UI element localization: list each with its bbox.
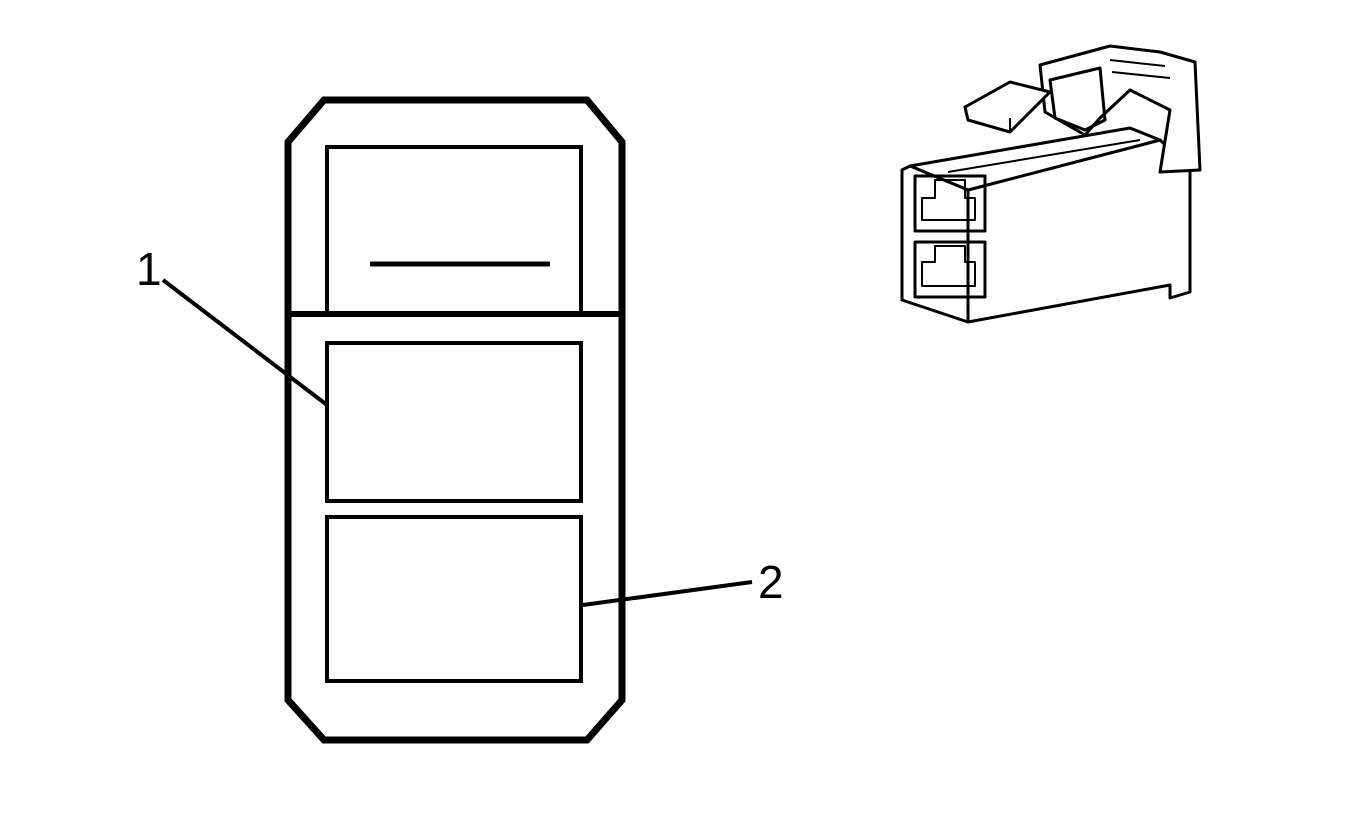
connector-isometric-view — [900, 44, 1202, 324]
latch-rib-2 — [1111, 71, 1171, 79]
latch-rib — [1109, 59, 1166, 67]
callout-2-leader — [582, 580, 753, 607]
connector-front-face — [900, 164, 970, 324]
iso-cavity-bottom — [913, 240, 987, 299]
latch-inner — [1048, 66, 1107, 132]
terminal-cavity-1 — [325, 341, 583, 503]
connector-outline — [284, 96, 626, 744]
callout-1-leader — [161, 278, 329, 407]
callout-1-label: 1 — [136, 243, 162, 295]
connector-release-lever — [963, 80, 1052, 134]
iso-cavity-top — [913, 174, 987, 233]
iso-terminal-top — [921, 179, 976, 221]
connector-face-view — [161, 96, 753, 744]
connector-top-cavity — [325, 145, 583, 315]
callout-2-label: 2 — [758, 556, 784, 608]
terminal-cavity-2 — [325, 515, 583, 683]
iso-terminal-bottom — [921, 245, 976, 287]
top-face-rib — [947, 139, 1141, 173]
